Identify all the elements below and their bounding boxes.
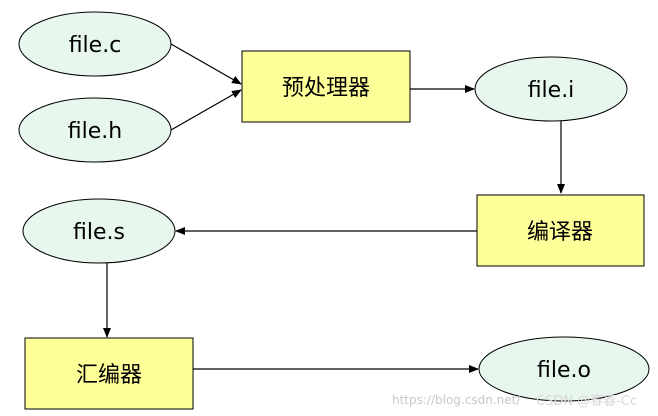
preprocessor-box	[241, 50, 411, 123]
file-h-ellipse	[18, 97, 172, 163]
file-s-ellipse	[22, 198, 176, 264]
node-file-o: file.o	[478, 336, 650, 402]
watermark-url: https://blog.csdn.net/	[392, 393, 521, 407]
assembler-box	[24, 337, 194, 410]
node-file-i: file.i	[474, 56, 628, 122]
preprocessor-label: 预处理器	[282, 76, 370, 101]
assembler-label: 汇编器	[76, 363, 142, 388]
file-s-label: file.s	[73, 220, 125, 245]
watermark: https://blog.csdn.net/ CSDN @春春-Cc	[392, 393, 637, 409]
node-assembler: 汇编器	[24, 337, 194, 410]
file-c-ellipse	[18, 11, 172, 77]
node-file-h: file.h	[18, 97, 172, 163]
node-compiler: 编译器	[476, 194, 645, 267]
watermark-credit: CSDN @春春-Cc	[536, 394, 637, 409]
file-i-ellipse	[474, 56, 628, 122]
edge-file-c-to-preprocessor	[170, 43, 242, 85]
compiler-box	[476, 194, 645, 267]
node-file-s: file.s	[22, 198, 176, 264]
edges	[103, 43, 565, 373]
file-c-label: file.c	[69, 33, 122, 58]
file-o-label: file.o	[537, 358, 591, 383]
node-preprocessor: 预处理器	[241, 50, 411, 123]
edge-file-h-to-preprocessor	[170, 89, 242, 131]
file-i-label: file.i	[528, 78, 575, 103]
node-file-c: file.c	[18, 11, 172, 77]
compiler-label: 编译器	[527, 220, 593, 245]
file-o-ellipse	[478, 336, 650, 402]
file-h-label: file.h	[68, 119, 122, 144]
